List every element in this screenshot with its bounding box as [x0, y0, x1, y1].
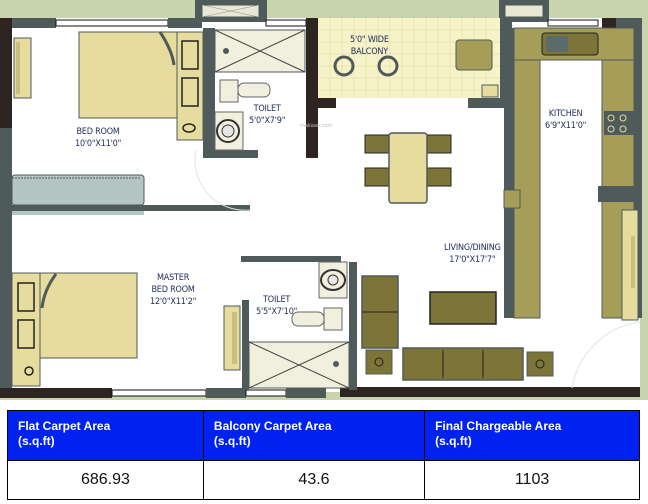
room-label-living-dining: LIVING/DINING 17'0"X17'7"	[444, 242, 501, 266]
value-flat-carpet-area: 686.93	[7, 460, 204, 500]
room-name: MASTER	[156, 273, 190, 283]
room-label-master-bedroom: MASTER BED ROOM 12'0"X11'2"	[150, 272, 196, 308]
room-name: KITCHEN	[548, 109, 583, 119]
room-size: 10'0"X11'0"	[75, 139, 122, 149]
room-size: 6'9"X11'0"	[545, 121, 587, 131]
floor-plan: makaan.com	[0, 0, 648, 400]
header-text: Flat Carpet Area	[18, 419, 111, 433]
room-name: LIVING/DINING	[444, 243, 501, 253]
header-unit: (s.q.ft)	[435, 434, 472, 448]
floor-plan-drawing: makaan.com	[0, 0, 648, 400]
header-balcony-carpet-area: Balcony Carpet Area (s.q.ft)	[202, 410, 426, 461]
room-size: 5'5"X7'10"	[256, 307, 298, 317]
svg-text:makaan.com: makaan.com	[300, 123, 332, 129]
room-size: 17'0"X17'7"	[449, 255, 496, 265]
header-flat-carpet-area: Flat Carpet Area (s.q.ft)	[7, 410, 204, 461]
value-balcony-carpet-area: 43.6	[202, 460, 426, 500]
room-name: TOILET	[263, 295, 291, 305]
room-label-balcony: 5'0" WIDE BALCONY	[350, 34, 389, 58]
value-final-chargeable-area: 1103	[424, 460, 640, 500]
area-table: Flat Carpet Area (s.q.ft) Balcony Carpet…	[7, 410, 640, 500]
header-text: Final Chargeable Area	[435, 419, 562, 433]
header-text: Balcony Carpet Area	[213, 419, 332, 433]
header-unit: (s.q.ft)	[18, 434, 55, 448]
room-label-bedroom: BED ROOM 10'0"X11'0"	[75, 126, 121, 150]
room-label-toilet-1: TOILET 5'0"X7'9"	[249, 103, 285, 127]
room-name: 5'0" WIDE	[350, 35, 389, 45]
room-name-line2: BED ROOM	[151, 285, 195, 295]
room-size: 5'0"X7'9"	[249, 116, 286, 126]
area-table-header-row: Flat Carpet Area (s.q.ft) Balcony Carpet…	[7, 410, 640, 461]
room-name: BED ROOM	[76, 127, 120, 137]
header-unit: (s.q.ft)	[213, 434, 251, 448]
area-table-value-row: 686.93 43.6 1103	[7, 460, 640, 500]
header-final-chargeable-area: Final Chargeable Area (s.q.ft)	[424, 410, 640, 461]
room-label-kitchen: KITCHEN 6'9"X11'0"	[545, 108, 586, 132]
room-label-toilet-2: TOILET 5'5"X7'10"	[256, 294, 297, 318]
room-name-line2: BALCONY	[350, 47, 388, 57]
room-size: 12'0"X11'2"	[150, 297, 197, 307]
room-name: TOILET	[253, 104, 281, 114]
